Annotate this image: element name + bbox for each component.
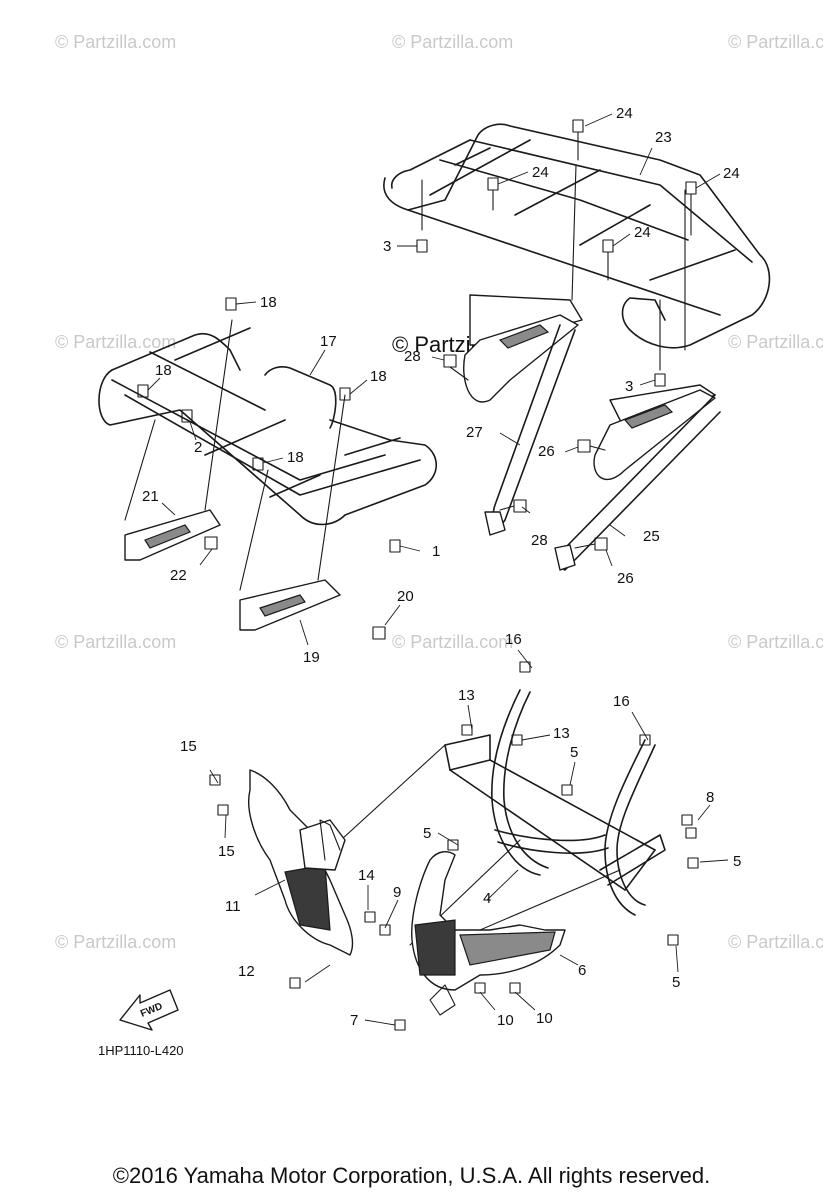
callout-13: 13	[553, 725, 570, 742]
watermark: © Partzilla.com	[728, 332, 823, 352]
callout-5: 5	[733, 853, 741, 870]
callout-24: 24	[616, 105, 633, 122]
callout-28: 28	[404, 348, 421, 365]
callout-5: 5	[672, 974, 680, 991]
leader-lines	[147, 113, 729, 1026]
callout-9: 9	[393, 884, 401, 901]
callout-18: 18	[370, 368, 387, 385]
callout-18: 18	[287, 449, 304, 466]
watermark: © Partzilla.com	[55, 632, 176, 652]
callout-8: 8	[706, 789, 714, 806]
copyright-notice: ©2016 Yamaha Motor Corporation, U.S.A. A…	[112, 1163, 711, 1188]
watermark: © Partzilla.com	[392, 632, 513, 652]
callout-16: 16	[613, 693, 630, 710]
callout-14: 14	[358, 867, 375, 884]
rear-carrier	[383, 119, 771, 571]
callout-10: 10	[497, 1012, 514, 1029]
callout-22: 22	[170, 567, 187, 584]
watermark: © Partzilla.com	[55, 332, 176, 352]
watermark: © Partzilla.com	[728, 632, 823, 652]
callout-23: 23	[655, 129, 672, 146]
callout-15: 15	[218, 843, 235, 860]
callout-5: 5	[423, 825, 431, 842]
callout-24: 24	[723, 165, 740, 182]
callout-26: 26	[617, 570, 634, 587]
callout-21: 21	[142, 488, 159, 505]
watermark: © Partzilla.com	[392, 32, 513, 52]
callout-24: 24	[532, 164, 549, 181]
watermark: © Partzilla.com	[55, 932, 176, 952]
callout-24: 24	[634, 224, 651, 241]
diagram-code: 1HP1110-L420	[98, 1043, 184, 1058]
callout-18: 18	[260, 294, 277, 311]
callout-6: 6	[578, 962, 586, 979]
callout-16: 16	[505, 631, 522, 648]
callout-18: 18	[155, 362, 172, 379]
callout-5: 5	[570, 744, 578, 761]
callout-27: 27	[466, 424, 483, 441]
callout-19: 19	[303, 649, 320, 666]
callout-20: 20	[397, 588, 414, 605]
callout-25: 25	[643, 528, 660, 545]
front-carrier	[98, 297, 438, 640]
callout-3: 3	[383, 238, 391, 255]
callout-17: 17	[320, 333, 337, 350]
watermark-layer: © Partzilla.com © Partzilla.com © Partzi…	[55, 32, 823, 952]
forward-arrow-icon: FWD	[119, 989, 179, 1031]
callout-13: 13	[458, 687, 475, 704]
callout-28: 28	[531, 532, 548, 549]
callout-12: 12	[238, 963, 255, 980]
callout-4: 4	[483, 890, 491, 907]
callout-26: 26	[538, 443, 555, 460]
callout-3: 3	[625, 378, 633, 395]
lower-guard	[209, 661, 699, 1031]
watermark: © Partzilla.com	[728, 932, 823, 952]
callout-7: 7	[350, 1012, 358, 1029]
callout-labels: 1 2 3 3 4 5 5 5 5 6 7 8 9 10 10 11 12 13…	[142, 105, 741, 1029]
callout-1: 1	[432, 543, 440, 560]
watermark: © Partzilla.com	[55, 32, 176, 52]
callout-2: 2	[194, 439, 202, 456]
callout-10: 10	[536, 1010, 553, 1027]
watermark: © Partzilla.com	[728, 32, 823, 52]
callout-11: 11	[225, 898, 241, 915]
callout-15: 15	[180, 738, 197, 755]
